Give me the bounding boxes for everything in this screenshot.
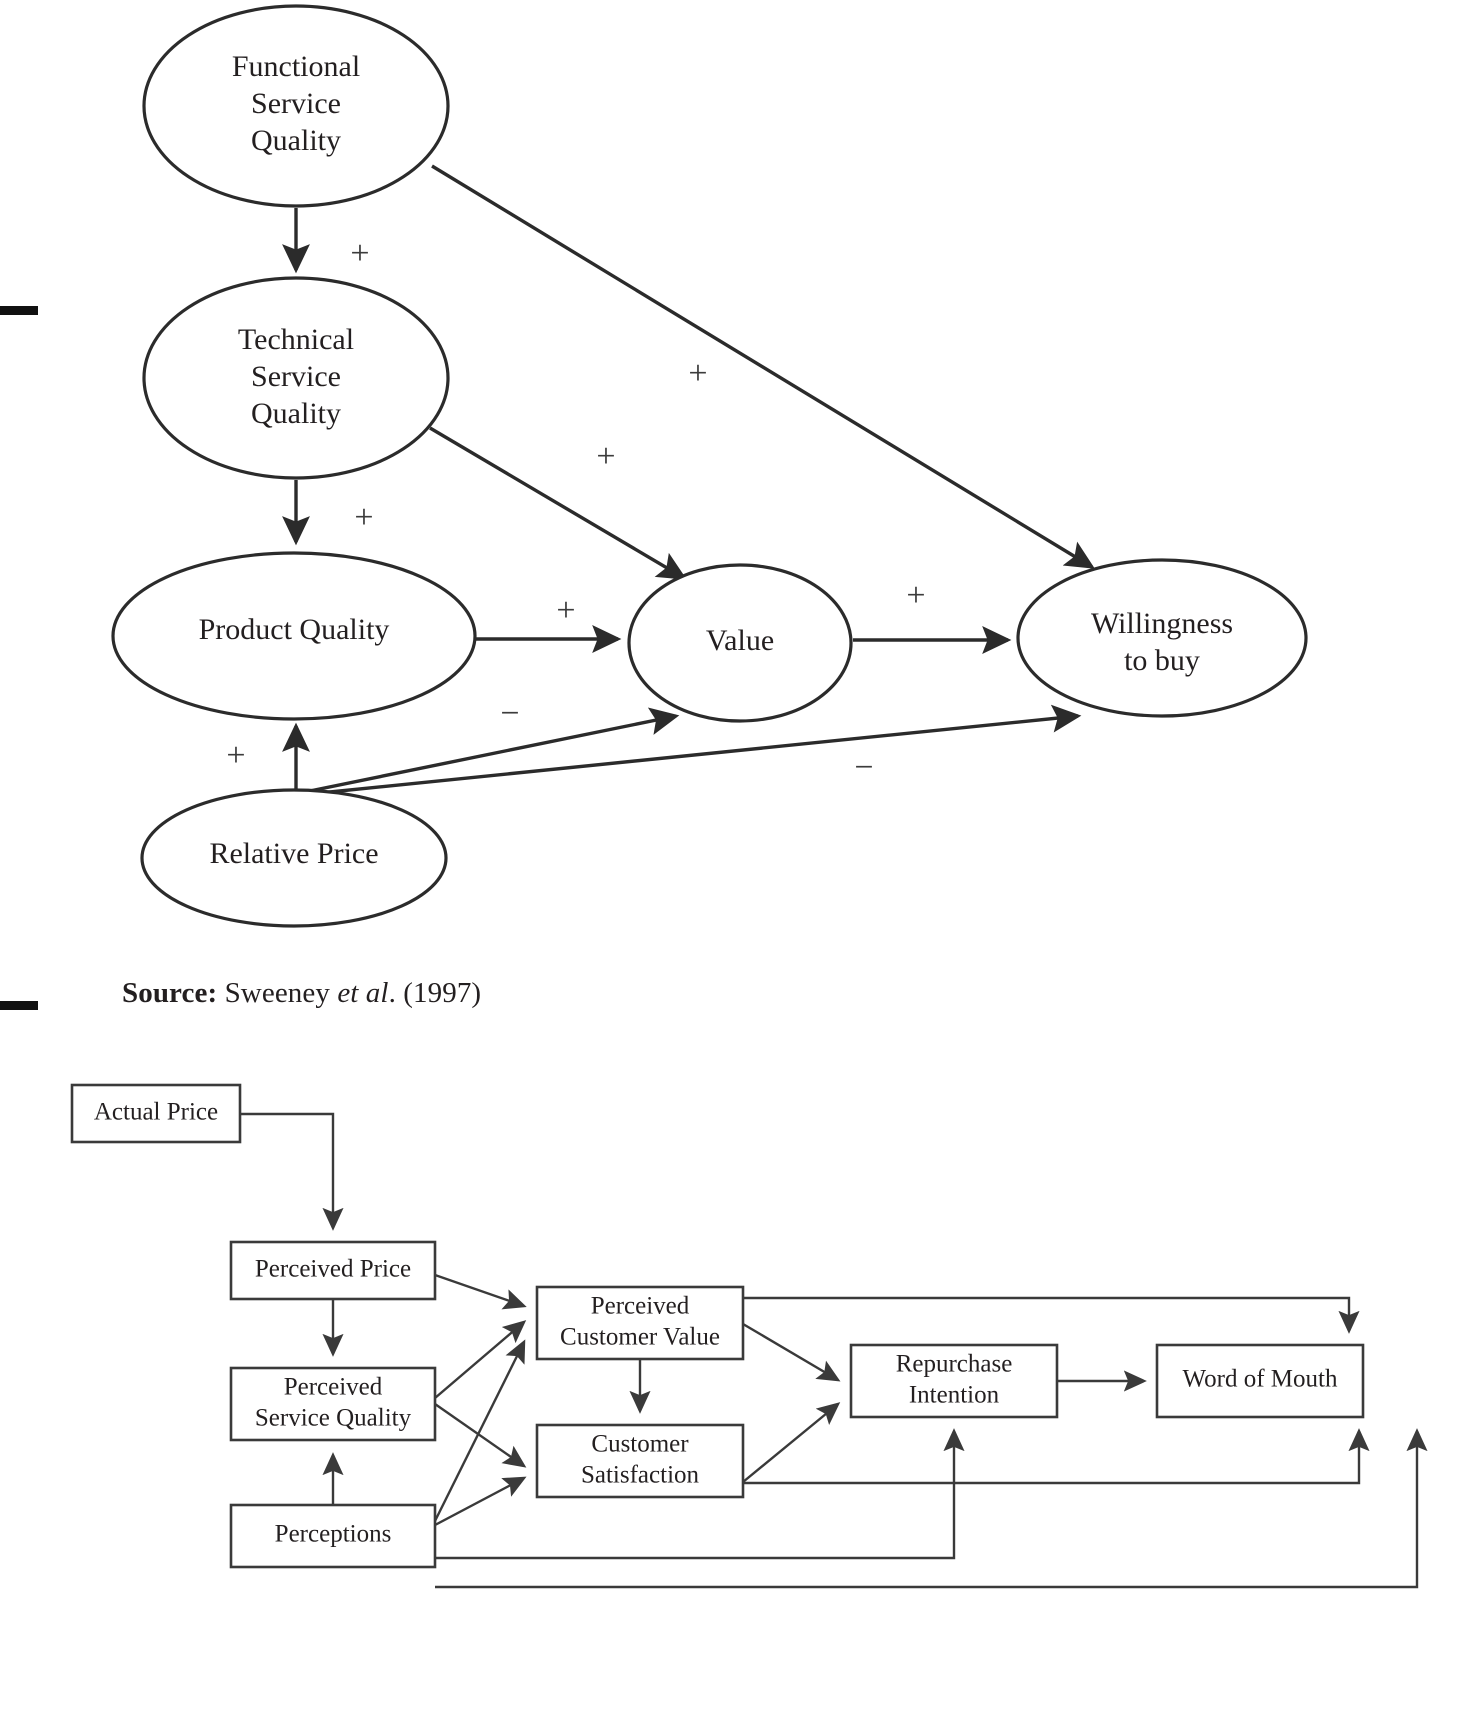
node-label: Willingness [1091, 607, 1233, 640]
node-perceived-service-quality[interactable]: Perceived Service Quality [229, 1366, 437, 1442]
margin-rule-bottom [0, 1001, 38, 1010]
node-perceived-customer-value[interactable]: Perceived Customer Value [535, 1285, 745, 1361]
box-shape [535, 1423, 745, 1499]
node-label: Satisfaction [581, 1462, 700, 1489]
node-product-quality[interactable]: Product Quality [111, 551, 477, 721]
edge-customer-satisfaction-to-word-of-mouth [743, 1428, 1370, 1485]
node-word-of-mouth[interactable]: Word of Mouth [1155, 1343, 1365, 1419]
edge-service-quality-to-customer-satisfaction [434, 1403, 527, 1468]
node-label: Service [251, 360, 341, 393]
node-label: Quality [251, 124, 341, 157]
node-technical-service-quality[interactable]: Technical Service Quality [142, 276, 450, 480]
box-shape [229, 1240, 437, 1301]
edge-perceptions-to-customer-satisfaction [434, 1476, 527, 1527]
node-relative-price[interactable]: Relative Price [140, 788, 448, 928]
edge-service-quality-to-customer-value [434, 1320, 527, 1399]
sign-relative-price-product-quality: + [226, 737, 245, 774]
node-perceptions[interactable]: Perceptions [229, 1503, 437, 1569]
ellipse-shape [627, 563, 853, 723]
edge-customer-satisfaction-to-repurchase-intention [742, 1402, 841, 1483]
node-actual-price[interactable]: Actual Price [70, 1083, 242, 1144]
sign-tsq-product-quality: + [354, 499, 373, 536]
box-shape [849, 1343, 1059, 1419]
node-label: Technical [238, 323, 354, 356]
node-label: Service [251, 87, 341, 120]
node-label: Intention [909, 1382, 1000, 1409]
node-value[interactable]: Value [627, 563, 853, 723]
box-shape [535, 1285, 745, 1361]
node-label: Value [706, 624, 774, 657]
node-label: Customer Value [560, 1324, 720, 1351]
edge-customer-value-to-word-of-mouth [743, 1296, 1360, 1334]
edge-perceptions-to-customer-value [433, 1339, 526, 1522]
box-shape [1155, 1343, 1365, 1419]
node-customer-satisfaction[interactable]: Customer Satisfaction [535, 1423, 745, 1499]
sign-relative-price-willingness: − [854, 749, 873, 786]
node-label: Service Quality [255, 1405, 412, 1432]
node-label: Perceived [284, 1374, 383, 1401]
ellipse-shape [142, 4, 450, 208]
box-shape [70, 1083, 242, 1144]
node-label: Perceptions [275, 1521, 392, 1548]
edge-relative-price-to-value [299, 707, 680, 795]
box-shape [229, 1366, 437, 1442]
source-et-al: et al [337, 977, 389, 1009]
edge-tsq-to-value [429, 426, 687, 580]
ellipse-shape [140, 788, 448, 928]
edge-relative-price-to-willingness [299, 704, 1082, 797]
edge-actual-price-to-perceived-price [240, 1112, 344, 1231]
figure-two-edges [240, 1112, 1428, 1589]
sign-relative-price-value: − [500, 695, 519, 732]
ellipse-shape [142, 276, 450, 480]
node-label: Functional [232, 50, 360, 83]
node-label: Product Quality [199, 613, 390, 646]
margin-rule-top [0, 306, 38, 315]
node-functional-service-quality[interactable]: Functional Service Quality [142, 4, 450, 208]
edge-perceptions-to-repurchase-intention [435, 1428, 965, 1560]
source-caption: Source: Sweeney et al. (1997) [122, 977, 481, 1010]
sign-fsq-willingness: + [688, 355, 707, 392]
node-label: Perceived Price [255, 1256, 411, 1283]
node-repurchase-intention[interactable]: Repurchase Intention [849, 1343, 1059, 1419]
sign-value-willingness: + [906, 577, 925, 614]
figure-one-sign-labels: + + + + + + + − − [226, 235, 925, 786]
node-perceived-price[interactable]: Perceived Price [229, 1240, 437, 1301]
node-label: to buy [1124, 644, 1200, 677]
source-citation: Sweeney [224, 977, 338, 1009]
node-label: Relative Price [209, 837, 378, 870]
node-label: Repurchase [896, 1351, 1013, 1378]
edge-perceived-price-to-customer-value [434, 1273, 527, 1310]
sign-product-quality-value: + [556, 592, 575, 629]
source-label: Source: [122, 977, 218, 1009]
node-label: Quality [251, 397, 341, 430]
box-shape [229, 1503, 437, 1569]
sign-fsq-tsq: + [350, 235, 369, 272]
node-willingness-to-buy[interactable]: Willingness to buy [1016, 558, 1308, 718]
node-label: Actual Price [94, 1099, 218, 1126]
edge-perceptions-to-word-of-mouth [435, 1428, 1428, 1589]
ellipse-shape [1016, 558, 1308, 718]
node-label: Word of Mouth [1183, 1366, 1338, 1393]
source-tail: . (1997) [388, 977, 482, 1009]
ellipse-shape [111, 551, 477, 721]
edge-customer-value-to-repurchase-intention [742, 1322, 841, 1382]
edge-fsq-to-willingness [431, 164, 1095, 569]
figure-one-edges [282, 164, 1095, 797]
sign-tsq-value: + [596, 438, 615, 475]
node-label: Perceived [591, 1293, 690, 1320]
node-label: Customer [591, 1431, 689, 1458]
